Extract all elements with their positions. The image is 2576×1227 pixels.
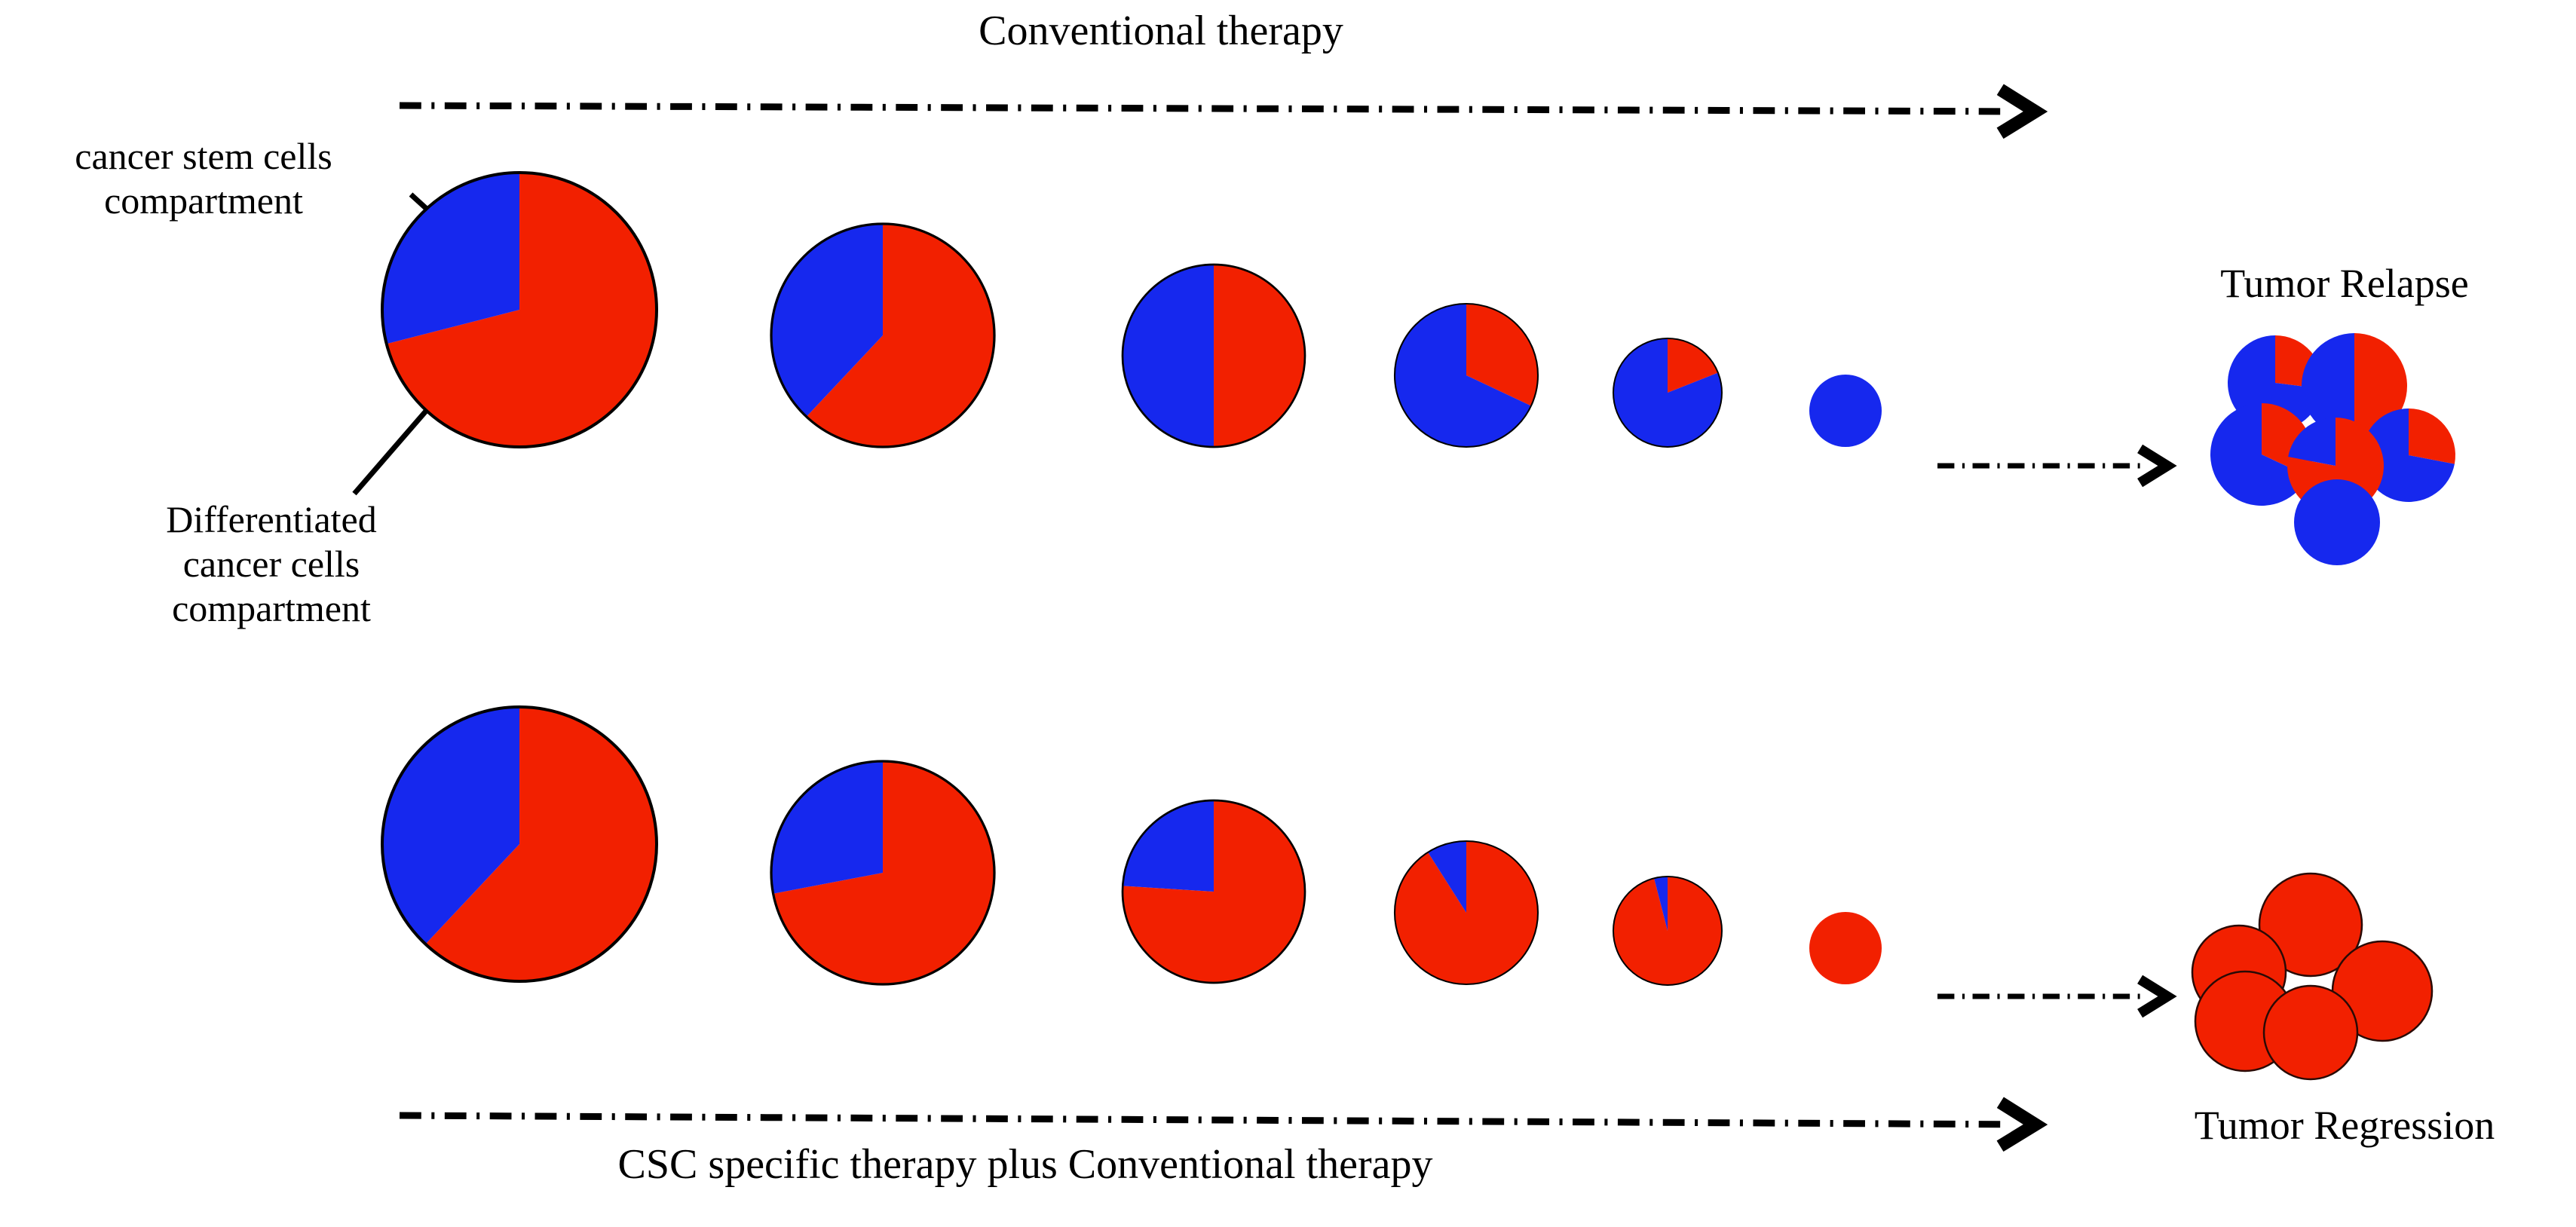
bottom-timeline-arrow-shaft: [399, 1112, 2001, 1128]
bottom-timeline-arrow-head: [1996, 1097, 2048, 1152]
row1-tumor-step-6: [1809, 375, 1882, 447]
row1-tumor-step-5-outline: [1613, 338, 1723, 448]
row2-tumor-step-2: [770, 760, 996, 986]
row1-tumor-step-1-csc-slice: [381, 173, 519, 344]
bottom-regression-arrow-head: [2137, 975, 2177, 1018]
bottom-timeline-arrow: [399, 1097, 2048, 1152]
row2-tumor-step-5: [1613, 876, 1723, 986]
row2-tumor-step-4-csc-slice: [1428, 841, 1466, 913]
row2-tumor-step-5-outline: [1613, 876, 1723, 986]
row2-cluster-cell-5: [2262, 984, 2359, 1081]
legend-label-cancer-stem-cells: cancer stem cells compartment: [75, 135, 332, 222]
outcome-label-tumor-relapse: Tumor Relapse: [2220, 261, 2469, 306]
row2-tumor-step-6: [1809, 912, 1882, 984]
row2-cluster-cell-1-outline: [2258, 872, 2363, 978]
row1-cluster-cell-6: [2294, 479, 2380, 565]
arrow-label-conventional-therapy: Conventional therapy: [979, 8, 1343, 54]
row1-cluster-cell-6-csc-slice: [2294, 479, 2380, 565]
row1-tumor-step-5: [1613, 338, 1723, 448]
top-timeline-arrow-shaft: [399, 102, 2001, 115]
row2-tumor-step-4-diff-slice: [1395, 841, 1539, 985]
row2-tumor-step-1-outline: [380, 705, 659, 984]
row1-tumor-step-2: [770, 222, 996, 448]
arrow-label-csc-plus-conventional-therapy: CSC specific therapy plus Conventional t…: [617, 1141, 1433, 1188]
row1-tumor-step-3-csc-slice: [1123, 265, 1214, 447]
row2-tumor-step-3-outline: [1121, 799, 1306, 984]
row2-tumor-step-1: [380, 705, 659, 984]
row1-cluster-cell-4: [2362, 408, 2455, 502]
row1-tumor-step-2-outline: [770, 222, 996, 448]
row1-tumor-step-1-diff-slice: [386, 173, 657, 447]
row1-tumor-step-4-outline: [1393, 302, 1539, 448]
row2-tumor-step-1-csc-slice: [382, 707, 519, 944]
top-relapse-arrow-head: [2137, 444, 2177, 488]
row2-cluster-cell-1: [2258, 872, 2363, 978]
row1-cluster-cell-4-diff-slice: [2409, 408, 2455, 464]
row2-cluster-cell-5-outline: [2262, 984, 2359, 1081]
bottom-regression-arrow: [1937, 975, 2177, 1018]
top-timeline-arrow-head: [1996, 84, 2048, 139]
row2-tumor-step-5-csc-slice: [1654, 877, 1668, 931]
outcome-label-tumor-regression: Tumor Regression: [2194, 1103, 2495, 1148]
row1-cluster-cell-3-csc-slice: [2210, 403, 2308, 506]
legend-label-differentiated-cancer-cells: Differentiated cancer cells compartment: [166, 498, 377, 629]
row1-tumor-step-4-csc-slice: [1395, 304, 1531, 447]
row1-tumor-step-3: [1121, 263, 1306, 448]
row1-tumor-step-5-csc-slice: [1613, 338, 1722, 447]
row2-tumor-step-6-diff-slice: [1809, 912, 1882, 984]
row2-tumor-step-3: [1121, 799, 1306, 984]
row1-tumor-step-2-diff-slice: [806, 224, 994, 447]
row2-cluster-cell-1-diff-slice: [2259, 874, 2362, 976]
row2-tumor-step-2-outline: [770, 760, 996, 986]
row1-tumor-step-6-csc-slice: [1809, 375, 1882, 447]
row1-tumor-step-4-diff-slice: [1466, 304, 1539, 406]
row1-cluster-cell-4-csc-slice: [2362, 408, 2455, 502]
top-timeline-arrow: [399, 84, 2048, 139]
row1-tumor-step-3-outline: [1121, 263, 1306, 448]
row1-tumor-step-2-csc-slice: [771, 224, 883, 417]
row2-tumor-step-4-outline: [1393, 840, 1539, 986]
row2-tumor-step-4: [1393, 840, 1539, 986]
row2-tumor-step-3-csc-slice: [1123, 800, 1214, 892]
row1-tumor-step-5-diff-slice: [1668, 338, 1718, 393]
row2-tumor-step-2-diff-slice: [773, 761, 994, 984]
row2-cluster-cell-3-diff-slice: [2332, 941, 2432, 1041]
row1-tumor-step-3-diff-slice: [1214, 265, 1305, 447]
top-relapse-arrow: [1937, 444, 2177, 488]
row1-tumor-step-4: [1393, 302, 1539, 448]
row2-tumor-step-2-csc-slice: [771, 761, 883, 894]
row1-tumor-step-1-outline: [380, 170, 659, 449]
row2-tumor-step-5-diff-slice: [1613, 877, 1722, 985]
row2-cluster-cell-5-diff-slice: [2264, 986, 2357, 1079]
row1-cluster-cell-2-csc-slice: [2302, 333, 2354, 439]
row2-tumor-step-1-diff-slice: [425, 707, 657, 981]
row1-tumor-step-1: [380, 170, 659, 449]
row1-cluster-cell-5-csc-slice: [2288, 418, 2336, 466]
